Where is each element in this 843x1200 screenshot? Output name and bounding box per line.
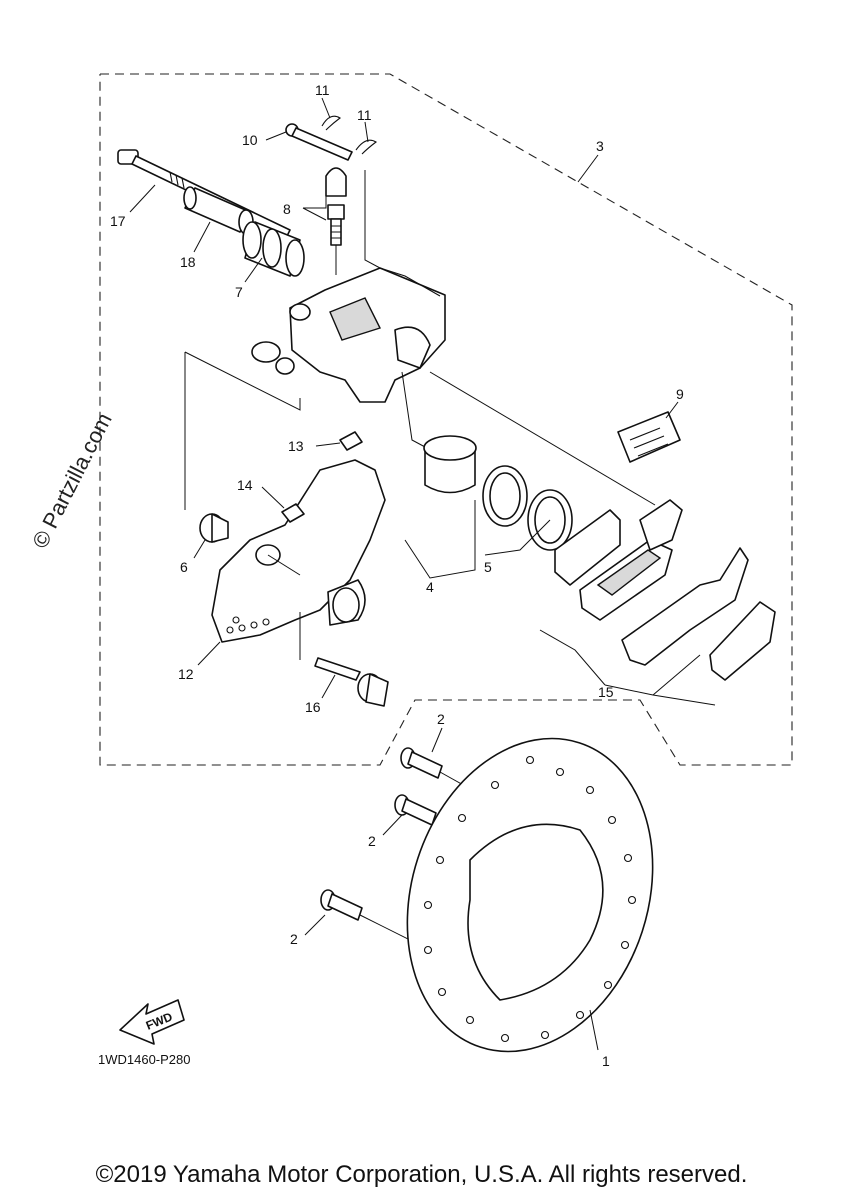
bracket-pin[interactable] [299, 612, 389, 707]
callout-5: 5 [484, 559, 492, 575]
caliper-sleeve[interactable] [183, 186, 254, 235]
bracket-holes [226, 616, 270, 634]
callout-9: 9 [676, 386, 684, 402]
callout-10: 10 [242, 132, 258, 148]
brake-pad-set[interactable] [554, 499, 776, 681]
callout-12: 12 [178, 666, 194, 682]
callout-11: 11 [357, 107, 372, 123]
callout-17: 17 [110, 213, 126, 229]
pad-spring[interactable] [617, 411, 681, 463]
callout-2: 2 [290, 931, 298, 947]
callout-6: 6 [180, 559, 188, 575]
brake-disc[interactable] [368, 706, 691, 1083]
callout-2: 2 [368, 833, 376, 849]
disc-bolt[interactable] [320, 889, 363, 921]
disc-bolt[interactable] [400, 747, 443, 779]
caliper-boot[interactable] [242, 221, 305, 277]
disc-holes [423, 755, 637, 1043]
callout-3: 3 [596, 138, 604, 154]
callout-1: 1 [602, 1053, 610, 1069]
callout-13: 13 [288, 438, 304, 454]
callout-2: 2 [437, 711, 445, 727]
callout-leaders [129, 97, 679, 1051]
diagram-code: 1WD1460-P280 [98, 1052, 191, 1067]
pin-clip[interactable] [355, 139, 377, 155]
disc-bolt[interactable] [394, 794, 437, 826]
fwd-arrow-icon: FWD [119, 999, 185, 1045]
pad-support[interactable] [281, 503, 305, 523]
piston-seal[interactable] [482, 465, 528, 527]
pin-clip[interactable] [321, 115, 341, 131]
callout-14: 14 [237, 477, 253, 493]
bracket-boot[interactable] [199, 513, 229, 543]
caliper-body[interactable] [251, 267, 446, 403]
callout-7: 7 [235, 284, 243, 300]
callout-11: 11 [315, 82, 330, 98]
watermark-text: © Partzilla.com [27, 409, 117, 552]
pad-clip[interactable] [339, 431, 363, 451]
callout-4: 4 [426, 579, 434, 595]
piston[interactable] [423, 435, 477, 494]
callout-8: 8 [283, 201, 291, 217]
bleed-screw[interactable] [325, 167, 347, 275]
pad-pin[interactable] [285, 123, 353, 161]
caliper-bracket[interactable] [211, 459, 386, 643]
callout-18: 18 [180, 254, 196, 270]
callout-15: 15 [598, 684, 614, 700]
callout-16: 16 [305, 699, 321, 715]
copyright-notice: ©2019 Yamaha Motor Corporation, U.S.A. A… [95, 1161, 748, 1188]
assembly-boundary [99, 73, 793, 766]
